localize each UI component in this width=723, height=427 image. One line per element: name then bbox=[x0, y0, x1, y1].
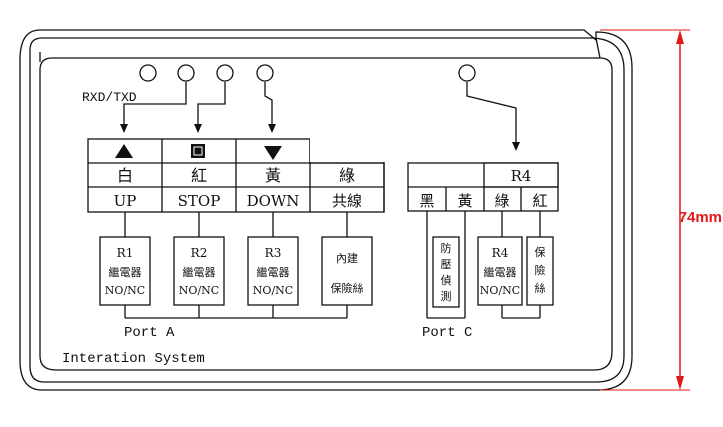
dimension-arrow-up-icon bbox=[676, 30, 684, 44]
svg-text:保: 保 bbox=[535, 245, 546, 259]
svg-text:R1: R1 bbox=[117, 246, 134, 260]
svg-text:內建: 內建 bbox=[336, 251, 358, 265]
port-a-function-down: DOWN bbox=[247, 192, 300, 210]
port-a-color-1: 白 bbox=[117, 166, 133, 185]
down-arrow-icon bbox=[264, 146, 282, 160]
port-c-header: R4 bbox=[511, 167, 532, 185]
svg-text:繼電器: 繼電器 bbox=[183, 265, 216, 279]
led-2 bbox=[177, 64, 195, 82]
dimension-arrow-down-icon bbox=[676, 376, 684, 390]
led-indicators bbox=[139, 64, 476, 82]
svg-text:R3: R3 bbox=[265, 246, 282, 260]
port-c-table: R4 黑 黃 綠 紅 bbox=[407, 162, 559, 212]
port-c-color-2: 黃 bbox=[457, 192, 472, 210]
port-a-wiring bbox=[124, 212, 348, 319]
svg-text:防: 防 bbox=[441, 241, 452, 255]
port-a-function-up: UP bbox=[114, 192, 137, 210]
port-c-color-3: 綠 bbox=[494, 192, 509, 210]
svg-text:絲: 絲 bbox=[535, 281, 546, 295]
svg-text:險: 險 bbox=[535, 263, 546, 277]
svg-text:保險絲: 保險絲 bbox=[331, 281, 364, 295]
port-a-color-3: 黃 bbox=[265, 166, 281, 185]
svg-text:偵: 偵 bbox=[441, 273, 452, 287]
stop-square-icon bbox=[191, 144, 205, 158]
led-5 bbox=[458, 64, 476, 82]
port-c-label: Port C bbox=[422, 325, 472, 341]
led-4 bbox=[256, 64, 274, 82]
rxd-txd-label: RXD/TXD bbox=[82, 90, 137, 105]
relay-r3: R3 繼電器 NO/NC bbox=[247, 236, 299, 306]
port-a-function-stop: STOP bbox=[178, 192, 221, 210]
port-a-label: Port A bbox=[124, 325, 175, 341]
port-a-color-2: 紅 bbox=[191, 166, 207, 185]
svg-text:NO/NC: NO/NC bbox=[179, 284, 219, 297]
svg-text:繼電器: 繼電器 bbox=[109, 265, 142, 279]
dimension-label: 74mm bbox=[679, 209, 722, 226]
svg-text:NO/NC: NO/NC bbox=[480, 284, 520, 297]
svg-text:測: 測 bbox=[441, 289, 452, 303]
fuse-box-c: 保 險 絲 bbox=[526, 236, 554, 306]
port-c-color-1: 黑 bbox=[419, 192, 434, 210]
up-arrow-icon bbox=[115, 144, 133, 158]
leader-lines bbox=[120, 82, 520, 151]
fuse-box-a: 內建 保險絲 bbox=[321, 236, 373, 306]
port-a-table: 白 紅 黃 綠 UP STOP DOWN 共線 bbox=[87, 138, 385, 213]
svg-text:R2: R2 bbox=[191, 246, 208, 260]
dimension-indicator: 74mm bbox=[600, 29, 722, 391]
port-a-color-4: 綠 bbox=[339, 166, 355, 185]
led-1 bbox=[139, 64, 157, 82]
svg-text:NO/NC: NO/NC bbox=[105, 284, 145, 297]
svg-text:R4: R4 bbox=[492, 246, 509, 260]
svg-text:繼電器: 繼電器 bbox=[257, 265, 290, 279]
svg-text:NO/NC: NO/NC bbox=[253, 284, 293, 297]
led-3 bbox=[216, 64, 234, 82]
anti-tamper-box: 防 壓 偵 測 bbox=[432, 236, 460, 308]
svg-text:壓: 壓 bbox=[441, 258, 452, 271]
svg-text:繼電器: 繼電器 bbox=[484, 265, 517, 279]
relay-r4: R4 繼電器 NO/NC bbox=[477, 236, 523, 306]
relay-r2: R2 繼電器 NO/NC bbox=[173, 236, 225, 306]
port-a-function-common: 共線 bbox=[332, 192, 362, 210]
relay-r1: R1 繼電器 NO/NC bbox=[99, 236, 151, 306]
system-label: Interation System bbox=[62, 351, 205, 367]
port-c-color-4: 紅 bbox=[532, 192, 547, 210]
